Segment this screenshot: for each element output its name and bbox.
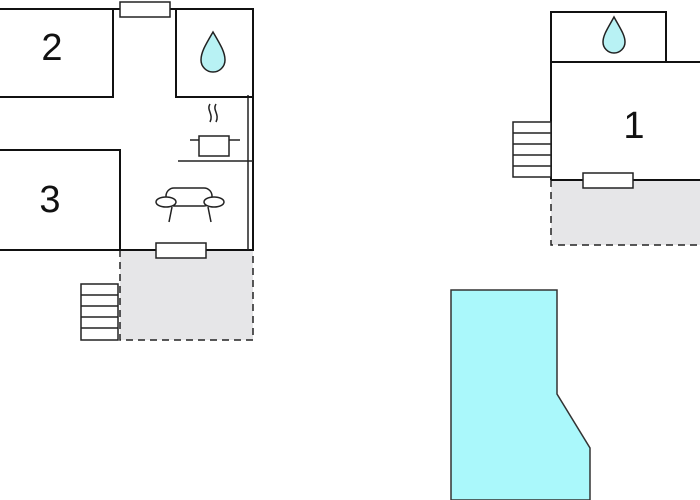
room-1-label: 1 bbox=[623, 105, 644, 147]
window-bottom-left bbox=[155, 242, 207, 259]
cooking-pot-icon bbox=[190, 103, 240, 157]
room-3-label: 3 bbox=[39, 179, 60, 221]
terrace-right-outline bbox=[550, 180, 700, 246]
window-top-left bbox=[119, 1, 171, 18]
terrace-left-outline bbox=[119, 250, 254, 341]
bathroom-left bbox=[175, 8, 254, 98]
stairs-icon bbox=[512, 121, 552, 178]
water-drop-icon bbox=[602, 15, 626, 54]
window-bottom-right bbox=[582, 172, 634, 189]
sofa-icon bbox=[155, 187, 225, 223]
right-building: 1 bbox=[512, 11, 700, 246]
room-2-label: 2 bbox=[41, 27, 62, 69]
room-2 bbox=[0, 8, 114, 98]
swimming-pool bbox=[450, 289, 591, 500]
room-3 bbox=[0, 149, 121, 251]
right-building-walls bbox=[550, 11, 700, 180]
terrace-right bbox=[551, 180, 700, 245]
terrace-left bbox=[120, 250, 253, 340]
stairs-icon bbox=[80, 283, 119, 341]
left-building: 2 3 bbox=[0, 1, 254, 341]
water-drop-icon bbox=[200, 30, 226, 73]
